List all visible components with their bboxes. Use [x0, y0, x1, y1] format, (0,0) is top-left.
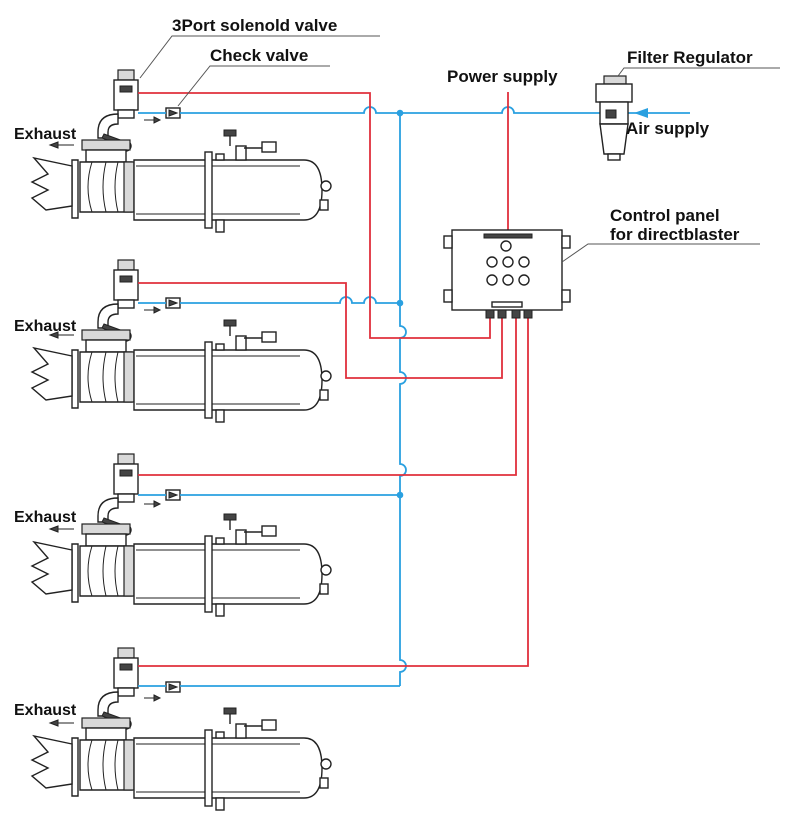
exhaust-label-2: Exhaust [14, 318, 77, 335]
exhaust-label-1: Exhaust [14, 126, 77, 143]
filter-regulator-label: Filter Regulator [627, 48, 753, 67]
air-supply-arrow [634, 108, 690, 118]
control-panel-label-line2: for directblaster [610, 225, 740, 244]
power-lines [138, 92, 529, 667]
exhaust-label-3: Exhaust [14, 509, 77, 526]
air-supply-lines [138, 106, 640, 687]
blaster-unit-2 [31, 259, 332, 423]
power-supply-label: Power supply [447, 67, 558, 86]
blaster-unit-4 [31, 647, 332, 811]
check-valve-label: Check valve [210, 46, 308, 65]
check-valve-2 [165, 297, 181, 309]
filter-regulator [595, 75, 633, 161]
blaster-unit-1 [31, 69, 332, 233]
solenoid-valve-label: 3Port solenold valve [172, 16, 337, 35]
leader-lines [139, 35, 780, 263]
exhaust-label-4: Exhaust [14, 702, 77, 719]
control-panel [443, 229, 571, 319]
check-valve-4 [165, 681, 181, 693]
blaster-unit-3 [31, 453, 332, 617]
air-supply-label: Air supply [626, 119, 710, 138]
check-valve-3 [165, 489, 181, 501]
check-valve-1 [165, 107, 181, 119]
control-panel-label-line1: Control panel [610, 206, 720, 225]
